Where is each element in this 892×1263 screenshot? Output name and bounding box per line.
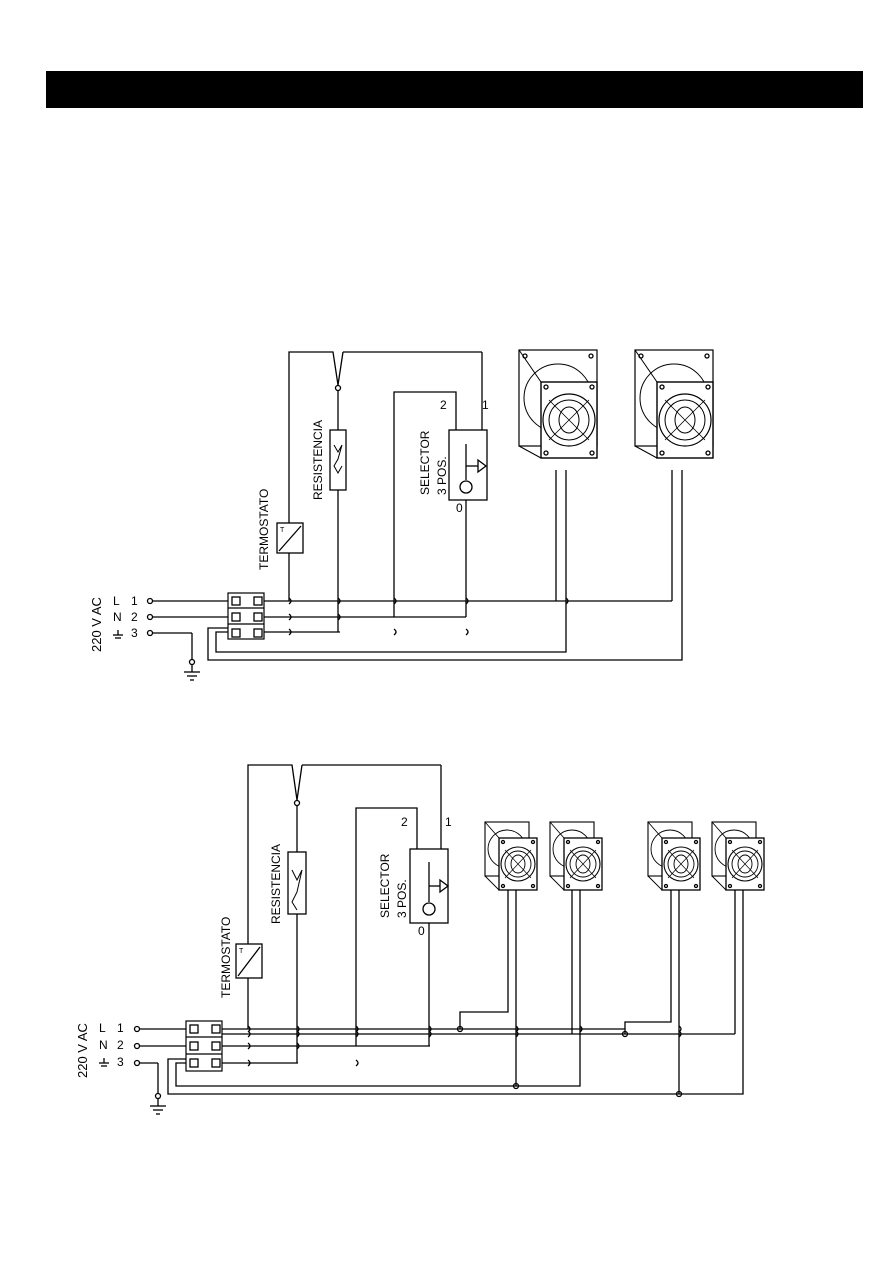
fan-icon bbox=[518, 349, 598, 459]
header-bar bbox=[46, 71, 863, 108]
fan-icon bbox=[484, 821, 538, 891]
terminal-block-icon bbox=[185, 1020, 223, 1072]
selector-pos-0-1: 0 bbox=[456, 501, 463, 515]
selector-sub-1: 3 POS. bbox=[435, 456, 449, 495]
fan-icon bbox=[711, 821, 765, 891]
ground-icon bbox=[99, 1058, 109, 1067]
terminal-l-num-1: 1 bbox=[131, 594, 138, 608]
terminal-l-label-2: L bbox=[99, 1021, 106, 1035]
thermostat-icon bbox=[276, 522, 304, 554]
terminal-block-icon bbox=[227, 592, 265, 640]
selector-pos-2-1: 2 bbox=[440, 398, 447, 412]
selector-pos-1-1: 1 bbox=[482, 398, 489, 412]
terminal-pe-num-2: 3 bbox=[117, 1055, 124, 1069]
diagram-1: 220 V AC L 1 N 2 3 bbox=[89, 349, 714, 681]
terminal-pe-num-1: 3 bbox=[131, 626, 138, 640]
diagram-2: 220 V AC L 1 N 2 3 bbox=[75, 764, 765, 1115]
fan-icon bbox=[549, 821, 603, 891]
thermostat-label-2: TERMOSTATO bbox=[219, 917, 233, 998]
selector-label-2: SELECTOR bbox=[378, 853, 392, 918]
terminal-l-num-2: 1 bbox=[117, 1021, 124, 1035]
ground-icon bbox=[113, 630, 123, 639]
supply-label-2: 220 V AC bbox=[75, 1023, 90, 1078]
terminal-n-label-2: N bbox=[99, 1038, 108, 1052]
selector-switch-icon bbox=[448, 429, 488, 501]
selector-pos-0-2: 0 bbox=[418, 924, 425, 938]
terminal-n-label-1: N bbox=[113, 610, 122, 624]
heater-label-1: RESISTENCIA bbox=[311, 420, 325, 500]
selector-pos-1-2: 1 bbox=[445, 815, 452, 829]
terminal-l-label-1: L bbox=[113, 594, 120, 608]
fan-icon bbox=[634, 349, 714, 459]
selector-sub-2: 3 POS. bbox=[395, 879, 409, 918]
selector-label-1: SELECTOR bbox=[418, 430, 432, 495]
thermostat-label-1: TERMOSTATO bbox=[257, 489, 271, 570]
terminal-n-num-2: 2 bbox=[117, 1038, 124, 1052]
supply-label-1: 220 V AC bbox=[89, 597, 104, 652]
thermostat-icon bbox=[235, 943, 263, 979]
fan-icon bbox=[647, 821, 701, 891]
terminal-n-num-1: 2 bbox=[131, 610, 138, 624]
thermostat-mark-1: T bbox=[280, 527, 285, 534]
selector-pos-2-2: 2 bbox=[401, 815, 408, 829]
thermostat-mark-2: T bbox=[239, 948, 244, 955]
heater-icon bbox=[287, 851, 307, 915]
heater-label-2: RESISTENCIA bbox=[269, 844, 283, 924]
